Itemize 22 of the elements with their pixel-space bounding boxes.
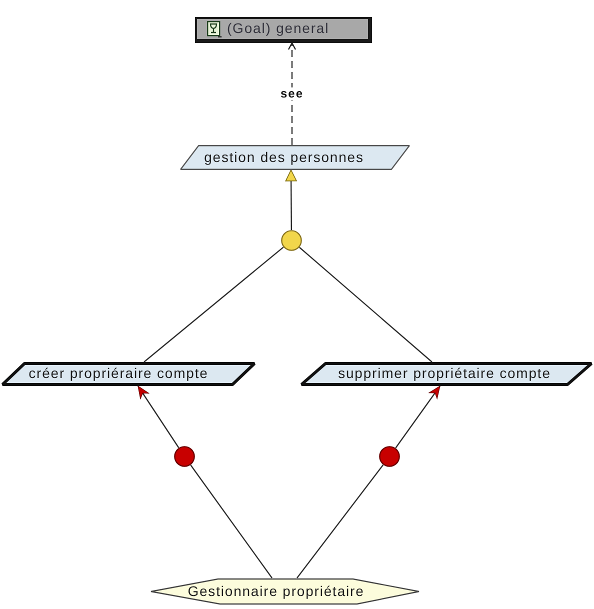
agent-hexagon [150,578,420,605]
arrow [138,386,180,448]
goal-title: (Goal) general [227,21,330,37]
arrow [395,386,440,448]
edge-label: see [279,87,305,101]
goal-parallelogram [300,362,593,386]
node-label: Gestionnaire propriétaire [188,584,364,600]
connector-line [190,464,272,578]
connector-line [144,246,284,362]
goal-box [195,17,372,43]
connector-line [299,246,432,362]
node-label: gestion des personnes [204,150,364,166]
responsibility-circle [379,446,400,467]
arrow [288,42,296,145]
responsibility-circle [174,446,195,467]
node-label: supprimer propriétaire compte [338,366,551,382]
goal-parallelogram [180,145,410,170]
arrow [285,170,297,230]
goal-parallelogram [1,362,256,386]
refinement-circle [281,230,302,251]
node-label: créer propriéraire compte [28,366,208,382]
connector-line [296,464,384,578]
